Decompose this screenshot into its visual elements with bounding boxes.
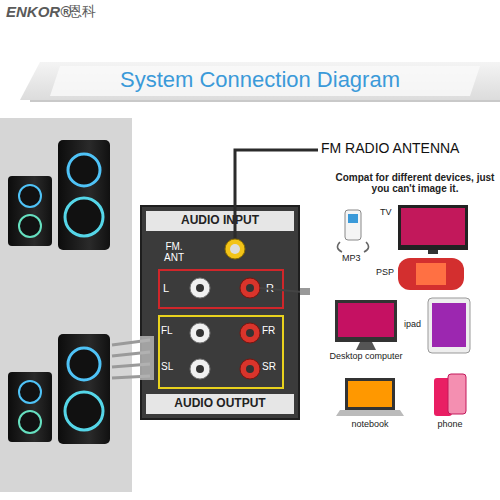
earphones xyxy=(337,242,368,252)
psp-screen xyxy=(416,263,446,285)
speaker-cone xyxy=(19,215,41,237)
laptop-lid xyxy=(345,378,395,410)
audio-cable xyxy=(260,288,302,292)
jack-core xyxy=(230,244,240,254)
speaker-cone xyxy=(19,185,41,207)
jack-label: R xyxy=(266,282,280,294)
jack-core xyxy=(196,365,204,373)
tv-screen xyxy=(401,208,465,245)
phone-body xyxy=(448,374,466,414)
speaker-cabinet xyxy=(8,176,52,246)
speaker-cabinet xyxy=(8,372,52,442)
tv-set xyxy=(398,205,468,250)
diagram-title: System Connection Diagram xyxy=(70,68,450,92)
title-band-highlight xyxy=(50,66,480,96)
title-rule xyxy=(30,100,500,102)
jack-core xyxy=(246,329,254,337)
desktop-screen xyxy=(338,303,394,337)
fm-jack xyxy=(225,239,245,259)
speaker-cabinet xyxy=(58,140,110,250)
cable-plugs xyxy=(140,336,154,380)
jack-core xyxy=(246,284,254,292)
device-name: Desktop computer xyxy=(320,352,412,362)
audio-plug xyxy=(300,288,310,295)
connector-panel: AUDIO INPUTAUDIO OUTPUTLRFLFRSLSR xyxy=(140,205,300,420)
device-name: notebook xyxy=(336,420,404,430)
speaker-cable xyxy=(112,376,150,378)
panel-heading: AUDIO INPUT xyxy=(146,211,294,231)
speaker-cable xyxy=(112,364,150,367)
rca-jack-white xyxy=(190,323,210,343)
panel-heading: AUDIO OUTPUT xyxy=(146,394,294,414)
speaker-cabinet xyxy=(58,334,110,444)
speaker-cone xyxy=(65,198,103,236)
mp3-screen xyxy=(348,214,358,223)
jack-core xyxy=(196,329,204,337)
tv-stand xyxy=(428,250,438,254)
jack-label: SL xyxy=(161,361,179,372)
desktop-monitor xyxy=(335,300,397,342)
device-name: phone xyxy=(426,420,474,430)
tablet-screen xyxy=(432,303,466,347)
jack-label: FR xyxy=(262,325,282,336)
laptop-screen xyxy=(348,381,392,407)
input-group: LR xyxy=(158,269,284,309)
speaker-cone xyxy=(19,411,41,433)
mp3-player xyxy=(345,210,361,240)
speaker-backdrop xyxy=(0,118,132,492)
jack-label: FL xyxy=(161,325,179,336)
device-name: ipad xyxy=(404,320,421,330)
antenna-label: FM RADIO ANTENNA xyxy=(321,141,459,156)
speaker-cone xyxy=(19,381,41,403)
jack-label: L xyxy=(163,282,177,294)
output-group: FL FR SL SR xyxy=(158,315,284,389)
rca-jack-red xyxy=(240,323,260,343)
jack-core xyxy=(246,365,254,373)
rca-jack-white xyxy=(190,278,210,298)
antenna-wire xyxy=(235,150,318,240)
jack-core xyxy=(196,284,204,292)
rca-jack-white xyxy=(190,359,210,379)
speaker-cable xyxy=(112,352,150,356)
rca-jack-red xyxy=(240,359,260,379)
laptop-base xyxy=(336,410,404,416)
title-band xyxy=(20,62,500,100)
tablet xyxy=(428,298,470,353)
jack-label: SR xyxy=(262,361,282,372)
speaker-cable xyxy=(112,340,150,345)
compat-note: Compat for different devices, just you c… xyxy=(332,172,498,194)
psp-console xyxy=(398,258,464,290)
monitor-stand xyxy=(356,342,376,350)
device-name: TV xyxy=(380,208,392,218)
speaker-cone xyxy=(68,348,100,380)
brand-logo: ENKOR® xyxy=(6,4,71,21)
speaker-cone xyxy=(65,392,103,430)
device-name: MP3 xyxy=(342,254,361,264)
brand-logo: 恩科 xyxy=(68,4,96,19)
speaker-cone xyxy=(68,154,100,186)
device-name: PSP xyxy=(376,268,394,278)
rca-jack-red xyxy=(240,278,260,298)
